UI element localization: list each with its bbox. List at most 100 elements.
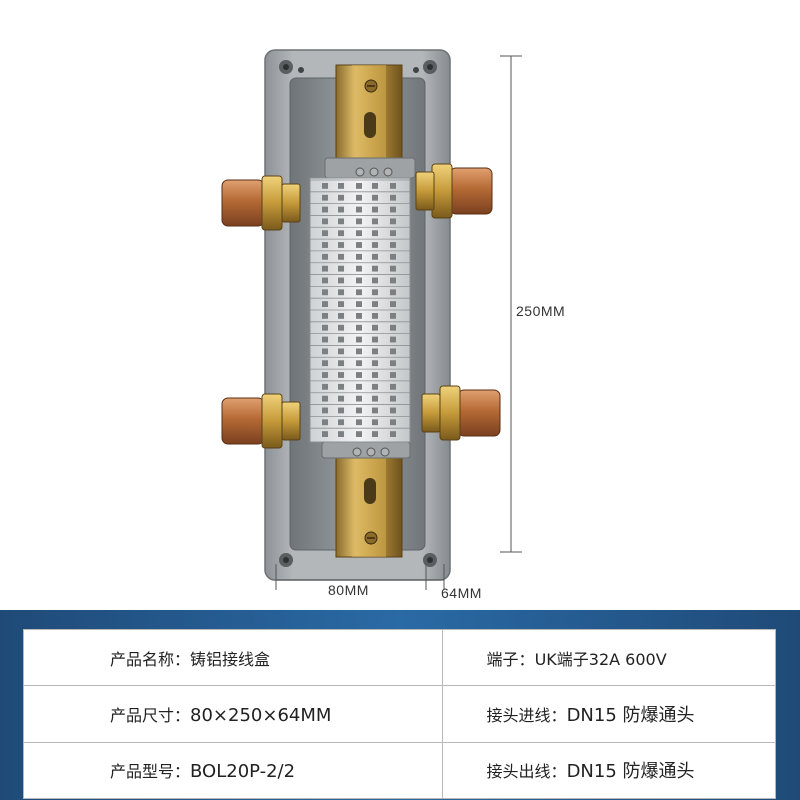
terminal-screw-slot xyxy=(322,360,328,367)
terminal-screw-slot xyxy=(322,419,328,426)
terminal-screw-slot xyxy=(372,419,378,426)
terminal-screw-slot xyxy=(338,289,344,296)
terminal-screw-slot xyxy=(356,324,362,331)
terminal-screw-slot xyxy=(356,218,362,225)
spec-cell-model: 产品型号：BOL20P-2/2 xyxy=(23,741,443,800)
terminal-screw-slot xyxy=(338,407,344,414)
terminal-screw-slot xyxy=(390,324,396,331)
terminal-screw-slot xyxy=(356,194,362,201)
terminal-screw-slot xyxy=(322,183,328,189)
terminal-screw-slot xyxy=(390,383,396,390)
spec-table: 产品名称：铸铝接线盒 端子：UK端子32A 600V 产品尺寸：80×250×6… xyxy=(23,628,777,800)
spec-cell-terminal: 端子：UK端子32A 600V xyxy=(441,628,777,687)
terminal-screw-slot xyxy=(338,324,344,331)
terminal-screw-slot xyxy=(390,265,396,272)
terminal-screw-slot xyxy=(390,301,396,307)
terminal-screw-slot xyxy=(372,324,378,331)
terminal-screw-slot xyxy=(372,407,378,414)
cable-gland-bottom-left xyxy=(221,393,301,449)
terminal-screw-slot xyxy=(372,372,378,378)
terminal-screw-slot xyxy=(322,383,328,390)
terminal-screw-slot xyxy=(390,242,396,248)
terminal-screw-slot xyxy=(338,360,344,367)
terminal-screw-slot xyxy=(322,336,328,343)
terminal-screw-slot xyxy=(390,431,396,437)
spec-value: DN15 防爆通头 xyxy=(566,761,695,783)
terminal-screw-slot xyxy=(356,419,362,426)
terminal-screw-slot xyxy=(372,277,378,284)
terminal-screw-slot xyxy=(372,360,378,367)
terminal-screw-slot xyxy=(338,372,344,378)
terminal-screw-slot xyxy=(322,431,328,437)
terminal-screw-slot xyxy=(356,431,362,437)
terminal-screw-slot xyxy=(390,183,396,189)
terminal-screw-slot xyxy=(338,183,344,189)
terminal-screw-slot xyxy=(338,265,344,272)
terminal-screw-slot xyxy=(356,230,362,237)
height-dimension-label: 250MM xyxy=(516,303,566,319)
terminal-screw-slot xyxy=(372,348,378,355)
terminal-screw-slot xyxy=(356,336,362,343)
spec-row: 产品名称：铸铝接线盒 端子：UK端子32A 600V xyxy=(23,628,777,687)
terminal-screw-slot xyxy=(372,431,378,437)
terminal-screw-slot xyxy=(372,183,378,189)
spec-row: 产品尺寸：80×250×64MM 接头进线：DN15 防爆通头 xyxy=(23,685,777,743)
spec-value: 80×250×64MM xyxy=(190,704,332,726)
spec-row: 产品型号：BOL20P-2/2 接头出线：DN15 防爆通头 xyxy=(23,741,777,800)
depth-dimension-label: 64MM xyxy=(441,585,482,601)
terminal-screw-slot xyxy=(338,277,344,284)
spec-panel: 产品名称：铸铝接线盒 端子：UK端子32A 600V 产品尺寸：80×250×6… xyxy=(0,610,800,800)
terminal-screw-slot xyxy=(372,218,378,225)
terminal-screw-slot xyxy=(372,395,378,402)
junction-box-illustration xyxy=(221,49,522,590)
spec-value: BOL20P-2/2 xyxy=(190,761,296,783)
terminal-screw-slot xyxy=(322,277,328,284)
spec-cell-outlet: 接头出线：DN15 防爆通头 xyxy=(441,741,777,800)
terminal-screw-slot xyxy=(356,313,362,319)
spec-label: 端子： xyxy=(486,649,535,669)
terminal-screw-slot xyxy=(372,313,378,319)
terminal-screw-slot xyxy=(390,206,396,213)
terminal-screw-slot xyxy=(390,372,396,378)
spec-label: 产品名称： xyxy=(110,649,191,669)
terminal-screw-slot xyxy=(390,360,396,367)
spec-cell-product-size: 产品尺寸：80×250×64MM xyxy=(23,685,443,743)
terminal-screw-slot xyxy=(356,183,362,189)
terminal-screw-slot xyxy=(322,348,328,355)
terminal-screw-slot xyxy=(390,194,396,201)
terminal-screw-slot xyxy=(372,301,378,307)
terminal-screw-slot xyxy=(322,194,328,201)
terminal-screw-slot xyxy=(322,407,328,414)
width-dimension-label: 80MM xyxy=(328,582,369,598)
terminal-screw-slot xyxy=(372,194,378,201)
spec-cell-inlet: 接头进线：DN15 防爆通头 xyxy=(441,685,777,743)
terminal-screw-slot xyxy=(322,324,328,331)
terminal-screw-slot xyxy=(372,336,378,343)
terminal-screw-slot xyxy=(338,206,344,213)
cable-gland-top-right xyxy=(415,163,493,219)
terminal-screw-slot xyxy=(372,265,378,272)
spec-value: 铸铝接线盒 xyxy=(190,649,271,669)
terminal-screw-slot xyxy=(338,431,344,437)
cable-gland-top-left xyxy=(221,175,301,231)
terminal-screw-slot xyxy=(390,313,396,319)
terminal-screw-slot xyxy=(322,372,328,378)
spec-value: UK端子32A 600V xyxy=(534,649,667,669)
terminal-screw-slot xyxy=(356,372,362,378)
terminal-screw-slot xyxy=(356,360,362,367)
spec-label: 产品型号： xyxy=(110,762,191,782)
terminal-screw-slot xyxy=(390,407,396,414)
terminal-screw-slot xyxy=(322,313,328,319)
terminal-screw-slot xyxy=(322,289,328,296)
terminal-screw-slot xyxy=(356,242,362,248)
terminal-screw-slot xyxy=(356,265,362,272)
terminal-screw-slot xyxy=(356,383,362,390)
terminal-screw-slot xyxy=(338,242,344,248)
dimension-lines xyxy=(275,55,522,590)
terminal-screw-slot xyxy=(338,253,344,260)
spec-label: 接头出线： xyxy=(486,762,567,782)
spec-cell-product-name: 产品名称：铸铝接线盒 xyxy=(23,628,443,687)
terminal-screw-slot xyxy=(322,301,328,307)
terminal-screw-slot xyxy=(356,253,362,260)
terminal-screw-slot xyxy=(338,395,344,402)
